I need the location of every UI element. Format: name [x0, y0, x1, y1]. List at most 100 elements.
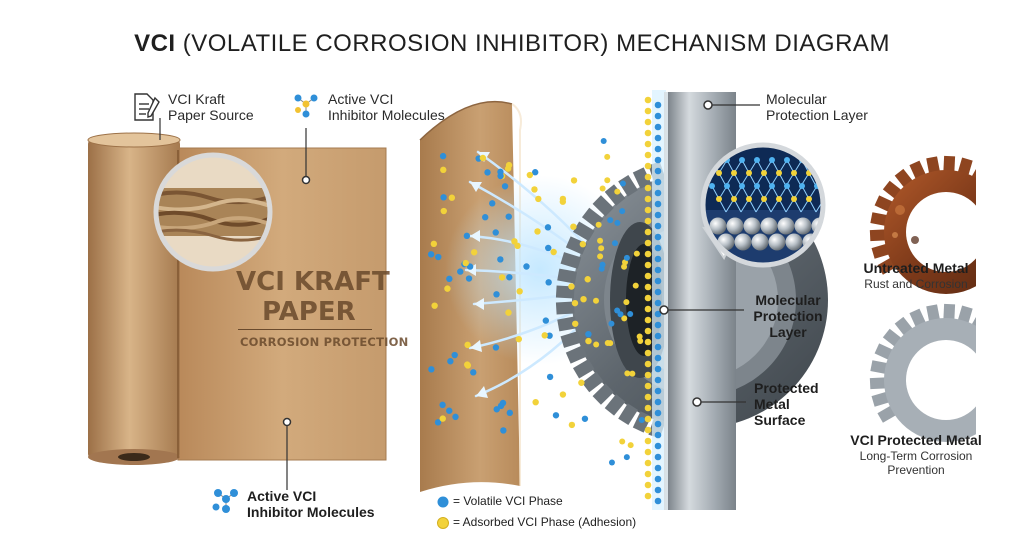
- vci-molecule: [545, 244, 552, 252]
- gear-tooth: [581, 371, 604, 393]
- volatile-molecule: [654, 266, 662, 274]
- volatile-molecule: [654, 398, 662, 406]
- vci-molecule: [446, 275, 453, 283]
- arrow-heads: [466, 152, 490, 398]
- gear-tooth: [869, 229, 887, 242]
- molecular-layer-zoom: [700, 142, 826, 268]
- volatile-molecule: [654, 442, 662, 450]
- vci-molecule: [439, 415, 446, 422]
- volatile-molecule: [654, 354, 662, 362]
- vci-molecule: [624, 370, 631, 377]
- vci-molecule: [619, 438, 626, 445]
- gear-tooth: [604, 184, 626, 206]
- vci-molecule: [598, 245, 605, 252]
- vci-molecule: [604, 340, 611, 347]
- kraft-paper-roll: [87, 132, 387, 465]
- paper-subtitle: CORROSION PROTECTION: [240, 335, 409, 349]
- gear-tooth: [632, 167, 652, 189]
- vci-molecule: [608, 459, 615, 466]
- adsorbed-molecule: [644, 327, 652, 335]
- vci-molecule: [545, 279, 552, 286]
- vci-molecule: [621, 315, 628, 322]
- vci-molecule: [505, 213, 512, 220]
- vci-molecule: [597, 253, 604, 260]
- vci-molecule: [579, 241, 587, 248]
- untreated-title: Untreated Metal: [863, 260, 969, 276]
- vci-molecule: [581, 415, 589, 422]
- volatile-molecule: [654, 343, 662, 351]
- vci-molecule: [593, 297, 600, 304]
- vci-molecule: [439, 401, 446, 409]
- vci-molecule: [457, 268, 464, 275]
- vci-molecule: [607, 217, 614, 224]
- leader-dot: [703, 100, 713, 110]
- vci-molecule: [511, 238, 518, 245]
- gear-tooth: [926, 156, 941, 175]
- volatile-molecule: [654, 387, 662, 395]
- vci-molecule: [623, 454, 630, 461]
- vci-molecule: [514, 242, 521, 250]
- gear-tooth: [943, 155, 956, 173]
- vci-molecule: [515, 335, 522, 343]
- protected-title: VCI Protected Metal: [850, 432, 982, 448]
- vci-molecule: [440, 166, 447, 174]
- vci-molecule: [619, 180, 626, 187]
- adsorbed-molecule: [644, 195, 652, 203]
- gear-tooth: [926, 304, 941, 323]
- vci-molecule: [550, 248, 557, 256]
- vci-molecule: [585, 337, 592, 345]
- vci-molecule: [597, 237, 604, 244]
- vci-molecule: [570, 223, 577, 230]
- vci-molecule: [430, 240, 438, 248]
- paper-fiber-magnifier: [153, 152, 273, 272]
- vci-molecule: [448, 194, 456, 201]
- vci-molecule: [466, 263, 474, 270]
- volatile-molecule: [654, 332, 662, 340]
- vci-molecule: [542, 317, 550, 324]
- legend-adsorbed-dot: [437, 517, 449, 529]
- gear-tooth: [870, 360, 889, 375]
- adsorbed-molecule: [644, 228, 652, 236]
- vci-molecule: [504, 165, 512, 172]
- paper-title-line2: PAPER: [262, 297, 356, 327]
- vci-molecule: [444, 285, 451, 292]
- gear-tooth: [560, 252, 582, 269]
- adsorbed-molecule: [644, 206, 652, 214]
- vci-molecule: [497, 402, 505, 410]
- volatile-molecule: [654, 200, 662, 208]
- volatile-molecule: [654, 299, 662, 307]
- volatile-molecule: [654, 178, 662, 186]
- vci-molecule: [599, 185, 606, 192]
- vci-molecule: [428, 366, 435, 373]
- vci-molecule: [568, 283, 575, 290]
- volatile-molecule: [654, 310, 662, 318]
- vci-molecule: [619, 208, 626, 215]
- volatile-molecule: [654, 101, 662, 109]
- legend-volatile: = Volatile VCI Phase: [453, 494, 563, 508]
- vci-molecule: [484, 169, 491, 176]
- vci-molecule: [451, 351, 458, 359]
- vci-molecule: [535, 195, 542, 203]
- adsorbed-molecule: [644, 305, 652, 313]
- adsorbed-molecule: [644, 426, 652, 434]
- vci-molecule: [531, 186, 538, 193]
- volatile-molecule: [654, 134, 662, 142]
- adsorbed-molecule: [644, 162, 652, 170]
- leader-dot: [282, 417, 292, 427]
- vci-molecule: [578, 379, 585, 386]
- vci-molecule: [614, 188, 621, 195]
- vci-molecule: [611, 240, 618, 247]
- gear-tooth: [943, 303, 956, 321]
- vci-molecule: [636, 333, 643, 340]
- vci-molecule: [434, 419, 442, 426]
- vci-molecule: [497, 168, 504, 176]
- legend-adsorbed: = Adsorbed VCI Phase (Adhesion): [453, 515, 637, 529]
- vci-molecule: [526, 171, 534, 179]
- adsorbed-molecule: [644, 184, 652, 192]
- vci-molecule: [492, 344, 500, 351]
- volatile-molecule: [654, 321, 662, 329]
- paper-divider: [238, 329, 372, 330]
- gear-tooth: [871, 243, 890, 259]
- adsorbed-molecule: [644, 448, 652, 456]
